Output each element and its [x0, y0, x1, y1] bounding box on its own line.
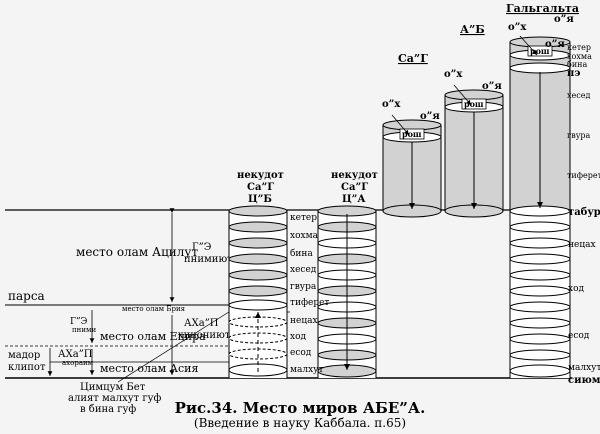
sefira-mid-7: ход [290, 332, 306, 342]
nekudot-bet-column [228, 205, 288, 378]
gal-lower-layer-2 [509, 237, 571, 249]
nekudot-b-l3: Ц”Б [248, 194, 272, 205]
mador-l2: клипот [8, 362, 46, 373]
bet-layer-4 [228, 285, 288, 297]
sefira-right-low-3: есод [568, 331, 590, 341]
sefira-mid-1: хохма [290, 231, 319, 241]
gal-siyum-disk [509, 364, 571, 378]
gal-lower-layer-4 [509, 269, 571, 281]
sefira-right-up-0: кетер [567, 43, 591, 52]
gal-light-arrow [519, 35, 538, 56]
sefira-mid-8: есод [290, 348, 312, 358]
sefira-mid-9: малхут [290, 365, 323, 375]
sefira-right-low-1: нецах [568, 240, 596, 250]
gal-lower-layer-3 [509, 253, 571, 265]
sefira-right-low-4: малхут [568, 363, 600, 373]
sefira-right-low-2: ход [568, 284, 584, 294]
atzilut-label: место олам Ацилут [76, 245, 198, 259]
sefira-right-up-1: хохма [567, 52, 592, 61]
sefira-mid-0: кетер [290, 213, 317, 223]
gal-lower-layer-1 [509, 221, 571, 233]
gal-lower-layer-6 [509, 301, 571, 313]
nekudot-a-l1: некудот [331, 170, 378, 181]
ab-heading: А”Б [460, 23, 485, 36]
acap-ahor-l1: АХа”П [58, 349, 93, 360]
figure-caption: Рис.34. Место миров АБЕ”А. [174, 399, 426, 417]
gal-lower-layer-5 [509, 285, 571, 297]
sag-heading: Са”Г [398, 52, 428, 65]
sefira-right-up-6: тиферет [567, 171, 600, 180]
gar-pnimi-l1: Г”Э [70, 317, 88, 327]
sag-rosh-box [399, 128, 425, 140]
gal-rosh-box [527, 45, 553, 57]
asiya-label: место олам Асия [100, 362, 198, 375]
sag-oya-label: о”я [420, 111, 440, 122]
tzimtzum-l1: Цимцум Бет [80, 382, 146, 393]
gal-ohotem-label: о”х [508, 22, 527, 33]
sefira-mid-4: гвура [290, 282, 317, 292]
nekudot-alef-column [317, 205, 377, 378]
sefira-mid-2: бина [290, 248, 313, 259]
gar-pnimiut-l1: Г”Э [192, 242, 212, 253]
sag-partzuf: рош о”х о”я [382, 99, 442, 218]
tzimtzum-pointer [117, 309, 233, 383]
parsa-label: парса [8, 289, 45, 303]
figure-subcaption: (Введение в науку Каббала. п.65) [193, 416, 407, 430]
galgalta-partzuf: рош о”х о”я о”я [508, 14, 574, 378]
ab-ohotem-label: о”х [444, 69, 463, 80]
acap-hitz-l2: хицониют [178, 330, 231, 341]
ab-light-arrow [453, 84, 472, 106]
gal-lower-layer-8 [509, 333, 571, 345]
gar-pnimi-l2: пними [72, 326, 96, 334]
ab-oya-label: о”я [482, 81, 502, 92]
sag-ohotem-label: о”х [382, 99, 401, 110]
gal-ozen-label: о”я [554, 14, 574, 25]
beria-label: место олам Брия [122, 305, 186, 313]
ab-partzuf: рош о”х о”я [444, 69, 504, 218]
sefira-right-low-5: сиюм [568, 375, 600, 386]
bet-layer-1 [228, 237, 288, 249]
sefirot-labels: кетерхохмабинахеседгвуратиферетнецахходе… [290, 43, 600, 386]
nekudot-a-l3: Ц”А [342, 194, 366, 205]
sag-rosh-label: рош [402, 129, 422, 139]
gal-rosh-label: рош [530, 46, 550, 56]
sag-light-arrow [391, 114, 410, 136]
yetzira-label: место олам Ецира [100, 330, 206, 343]
ab-rosh-label: рош [464, 99, 484, 109]
galgalta-heading: Гальгальта [506, 2, 579, 15]
sefira-mid-3: хесед [290, 265, 317, 275]
sefira-mid-6: нецах [290, 316, 318, 326]
sefira-right-up-2: бина [567, 60, 587, 69]
sefira-right-low-0: табур [568, 207, 600, 218]
sefira-right-up-5: гвура [567, 131, 591, 140]
gar-pnimiut-l2: пнимиют [184, 254, 233, 265]
gal-pe-disk [509, 62, 571, 74]
bet-parsa-disk [228, 299, 288, 311]
mador-l1: мадор [8, 350, 40, 361]
sefira-right-up-3: пэ [567, 68, 580, 79]
tzimtzum-l2: алият малхут гуф [68, 393, 161, 404]
bet-layer-2 [228, 253, 288, 265]
acap-ahor-l2: ахораим [62, 359, 94, 367]
bet-layer-3 [228, 269, 288, 281]
acap-hitz-l1: АХа”П [184, 318, 219, 329]
nekudot-b-l1: некудот [237, 170, 284, 181]
nekudot-a-l2: Са”Г [341, 182, 368, 193]
gal-lower-layer-7 [509, 317, 571, 329]
bet-cyl-top-disk [228, 205, 288, 217]
gal-oya-label: о”я [545, 39, 565, 50]
bet-layer-0 [228, 221, 288, 233]
ab-rosh-box [461, 98, 487, 110]
sefira-mid-5: тиферет [290, 298, 329, 308]
tzimtzum-l3: в бина гуф [80, 404, 136, 415]
sefira-right-up-4: хесед [567, 91, 590, 100]
nekudot-b-l2: Са”Г [247, 182, 274, 193]
gal-lower-layer-9 [509, 349, 571, 361]
